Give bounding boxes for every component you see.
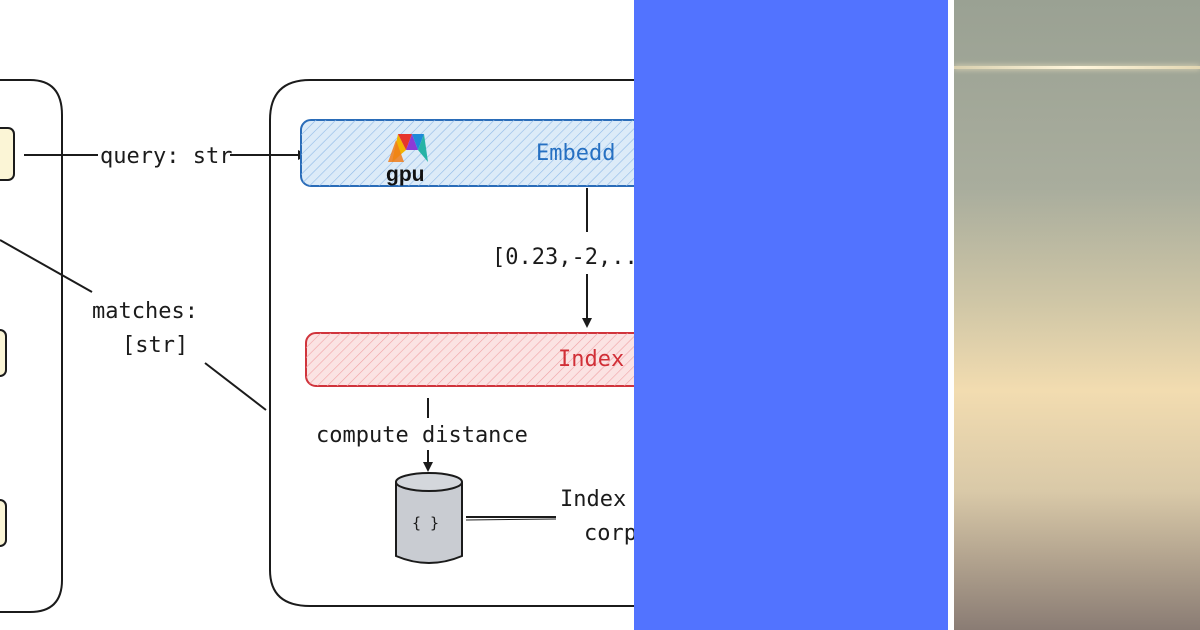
database-icon <box>395 472 463 564</box>
query-edge-label: query: str <box>100 144 232 169</box>
gpu-logo-icon <box>388 134 428 162</box>
embedding-box-label: Embedd <box>536 141 615 166</box>
matches-line-lower <box>204 362 267 411</box>
database-label-line2: corp <box>584 521 634 546</box>
client-node-top <box>0 127 15 181</box>
photo-gradient <box>954 0 1200 630</box>
light-streak <box>954 66 1200 69</box>
database-symbol: { } <box>412 514 439 532</box>
gpu-logo-text: gpu <box>386 163 424 186</box>
vector-edge-label: [0.23,-2,...] <box>492 245 634 270</box>
blue-color-panel <box>634 0 948 630</box>
server-container <box>269 79 634 607</box>
client-container <box>0 79 63 613</box>
matches-line-upper <box>0 239 93 293</box>
rag-architecture-diagram: query: str matches: [str] gpu Embedd [0.… <box>0 79 634 613</box>
compute-distance-label: compute distance <box>316 423 528 448</box>
index-box-label: Index <box>558 347 624 372</box>
matches-edge-label-line1: matches: <box>92 299 198 324</box>
blurred-photo-panel <box>954 0 1200 630</box>
client-node-bottom <box>0 499 7 547</box>
client-node-middle <box>0 329 7 377</box>
database-label-line1: Index <box>560 487 626 512</box>
matches-edge-label-line2: [str] <box>122 333 188 358</box>
panel-divider <box>948 0 954 630</box>
